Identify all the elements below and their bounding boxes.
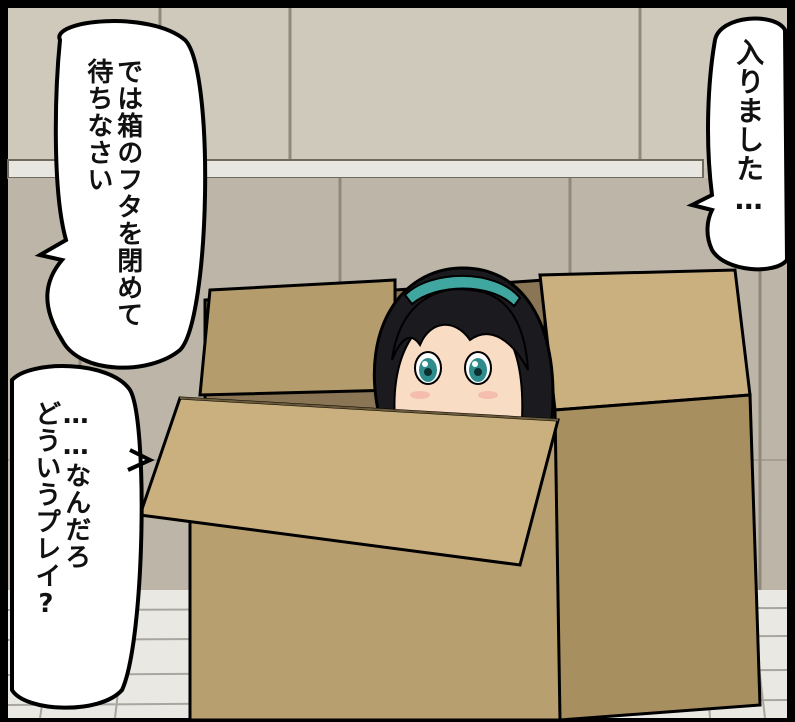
eyes: [414, 351, 492, 385]
speech-bubble-bottom: [10, 364, 155, 710]
bubble-text-top-left: では箱のフタを閉めて 待ちなさい: [82, 58, 143, 358]
girl-character-icon: [372, 266, 555, 422]
box-front: [137, 393, 762, 722]
bubble-line: 入りました…: [732, 38, 766, 217]
bubble-text-top-right: 入りました…: [732, 38, 766, 268]
bubble-line: どういうプレイ?: [30, 400, 61, 620]
bubble-line: ……なんだろ: [60, 400, 91, 570]
speech-bubble-right: [686, 16, 790, 272]
bubble-text-bottom-left: ……なんだろ どういうプレイ?: [30, 400, 91, 700]
bubble-line: では箱のフタを閉めて: [112, 58, 143, 328]
bubble-line: 待ちなさい: [82, 58, 113, 193]
speech-bubble-icon: [34, 19, 208, 370]
